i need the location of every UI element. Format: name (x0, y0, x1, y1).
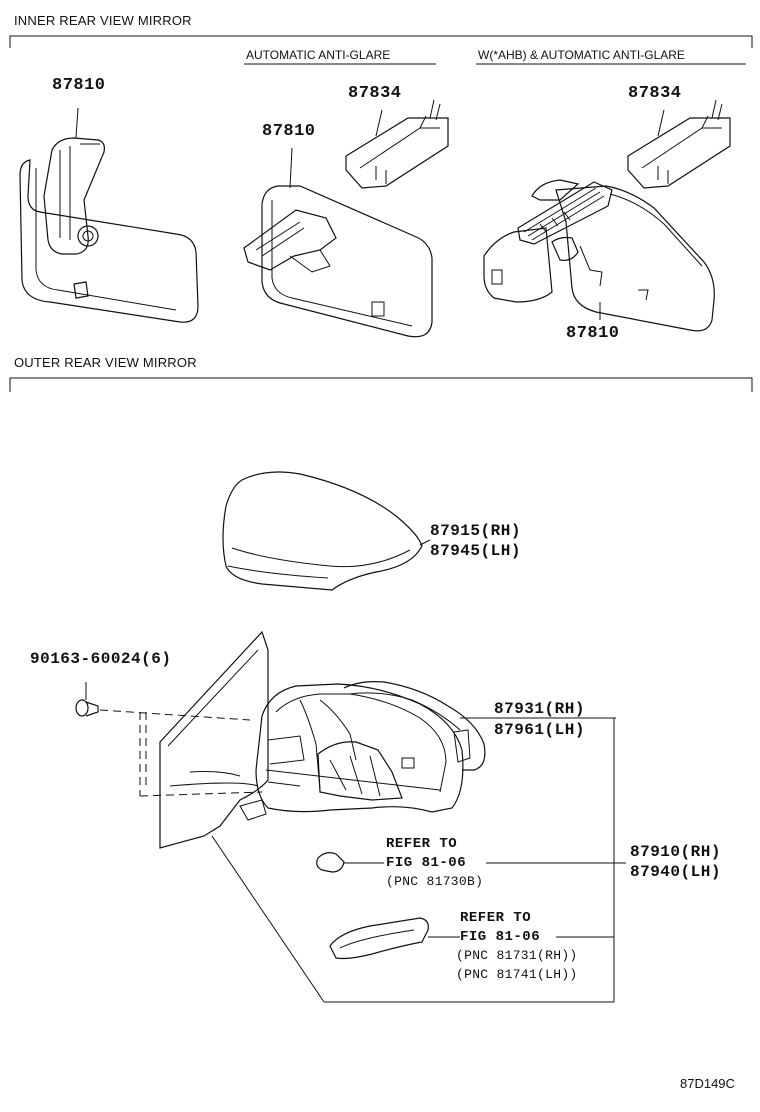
screw-drawing (75, 682, 99, 717)
part-number-housing-rh[interactable]: 87931(RH) (494, 700, 585, 718)
bulb-refer-line-3: (PNC 81730B) (386, 874, 484, 889)
assembly-leader-lines (211, 717, 626, 1003)
inner-section-title: INNER REAR VIEW MIRROR (14, 13, 192, 28)
part-number-assembly-rh[interactable]: 87910(RH) (630, 843, 721, 861)
outer-mirror-cover-drawing (222, 471, 431, 591)
lamp-refer-line-1: REFER TO (460, 910, 532, 926)
lamp-refer-line-2[interactable]: FIG 81-06 (460, 929, 541, 945)
diagram-code: 87D149C (680, 1076, 735, 1091)
outer-section-frame (9, 377, 753, 392)
bulb-drawing (316, 852, 384, 873)
part-number-inner-auto-cover[interactable]: 87834 (348, 84, 402, 103)
part-number-inner-ahb-mirror[interactable]: 87810 (566, 324, 620, 343)
lamp-refer-line-3: (PNC 81731(RH)) (456, 948, 578, 963)
lamp-refer-line-4: (PNC 81741(LH)) (456, 967, 578, 982)
bulb-refer-line-2[interactable]: FIG 81-06 (386, 855, 467, 871)
subtitle-ahb-anti-glare: W(*AHB) & AUTOMATIC ANTI-GLARE (478, 48, 685, 62)
part-number-assembly-lh[interactable]: 87940(LH) (630, 863, 721, 881)
part-number-inner-auto-mirror[interactable]: 87810 (262, 122, 316, 141)
part-number-cover-lh[interactable]: 87945(LH) (430, 542, 521, 560)
outer-section-title: OUTER REAR VIEW MIRROR (14, 355, 197, 370)
outer-mirror-glass-drawing (159, 630, 269, 849)
inner-mirror-ahb-drawing (483, 99, 731, 332)
part-number-inner-basic[interactable]: 87810 (52, 76, 106, 95)
turn-lamp-drawing (329, 917, 460, 960)
outer-mirror-housing-drawing (239, 681, 486, 821)
part-number-screw[interactable]: 90163-60024(6) (30, 650, 172, 668)
part-number-housing-lh[interactable]: 87961(LH) (494, 721, 585, 739)
bulb-refer-line-1: REFER TO (386, 836, 458, 852)
inner-section-frame (9, 35, 753, 65)
inner-mirror-auto-drawing (243, 99, 449, 338)
subtitle-automatic-anti-glare: AUTOMATIC ANTI-GLARE (246, 48, 391, 62)
inner-mirror-basic-drawing (19, 107, 199, 323)
part-number-cover-rh[interactable]: 87915(RH) (430, 522, 521, 540)
part-number-inner-ahb-cover[interactable]: 87834 (628, 84, 682, 103)
screw-dashed-leaders (99, 709, 263, 797)
